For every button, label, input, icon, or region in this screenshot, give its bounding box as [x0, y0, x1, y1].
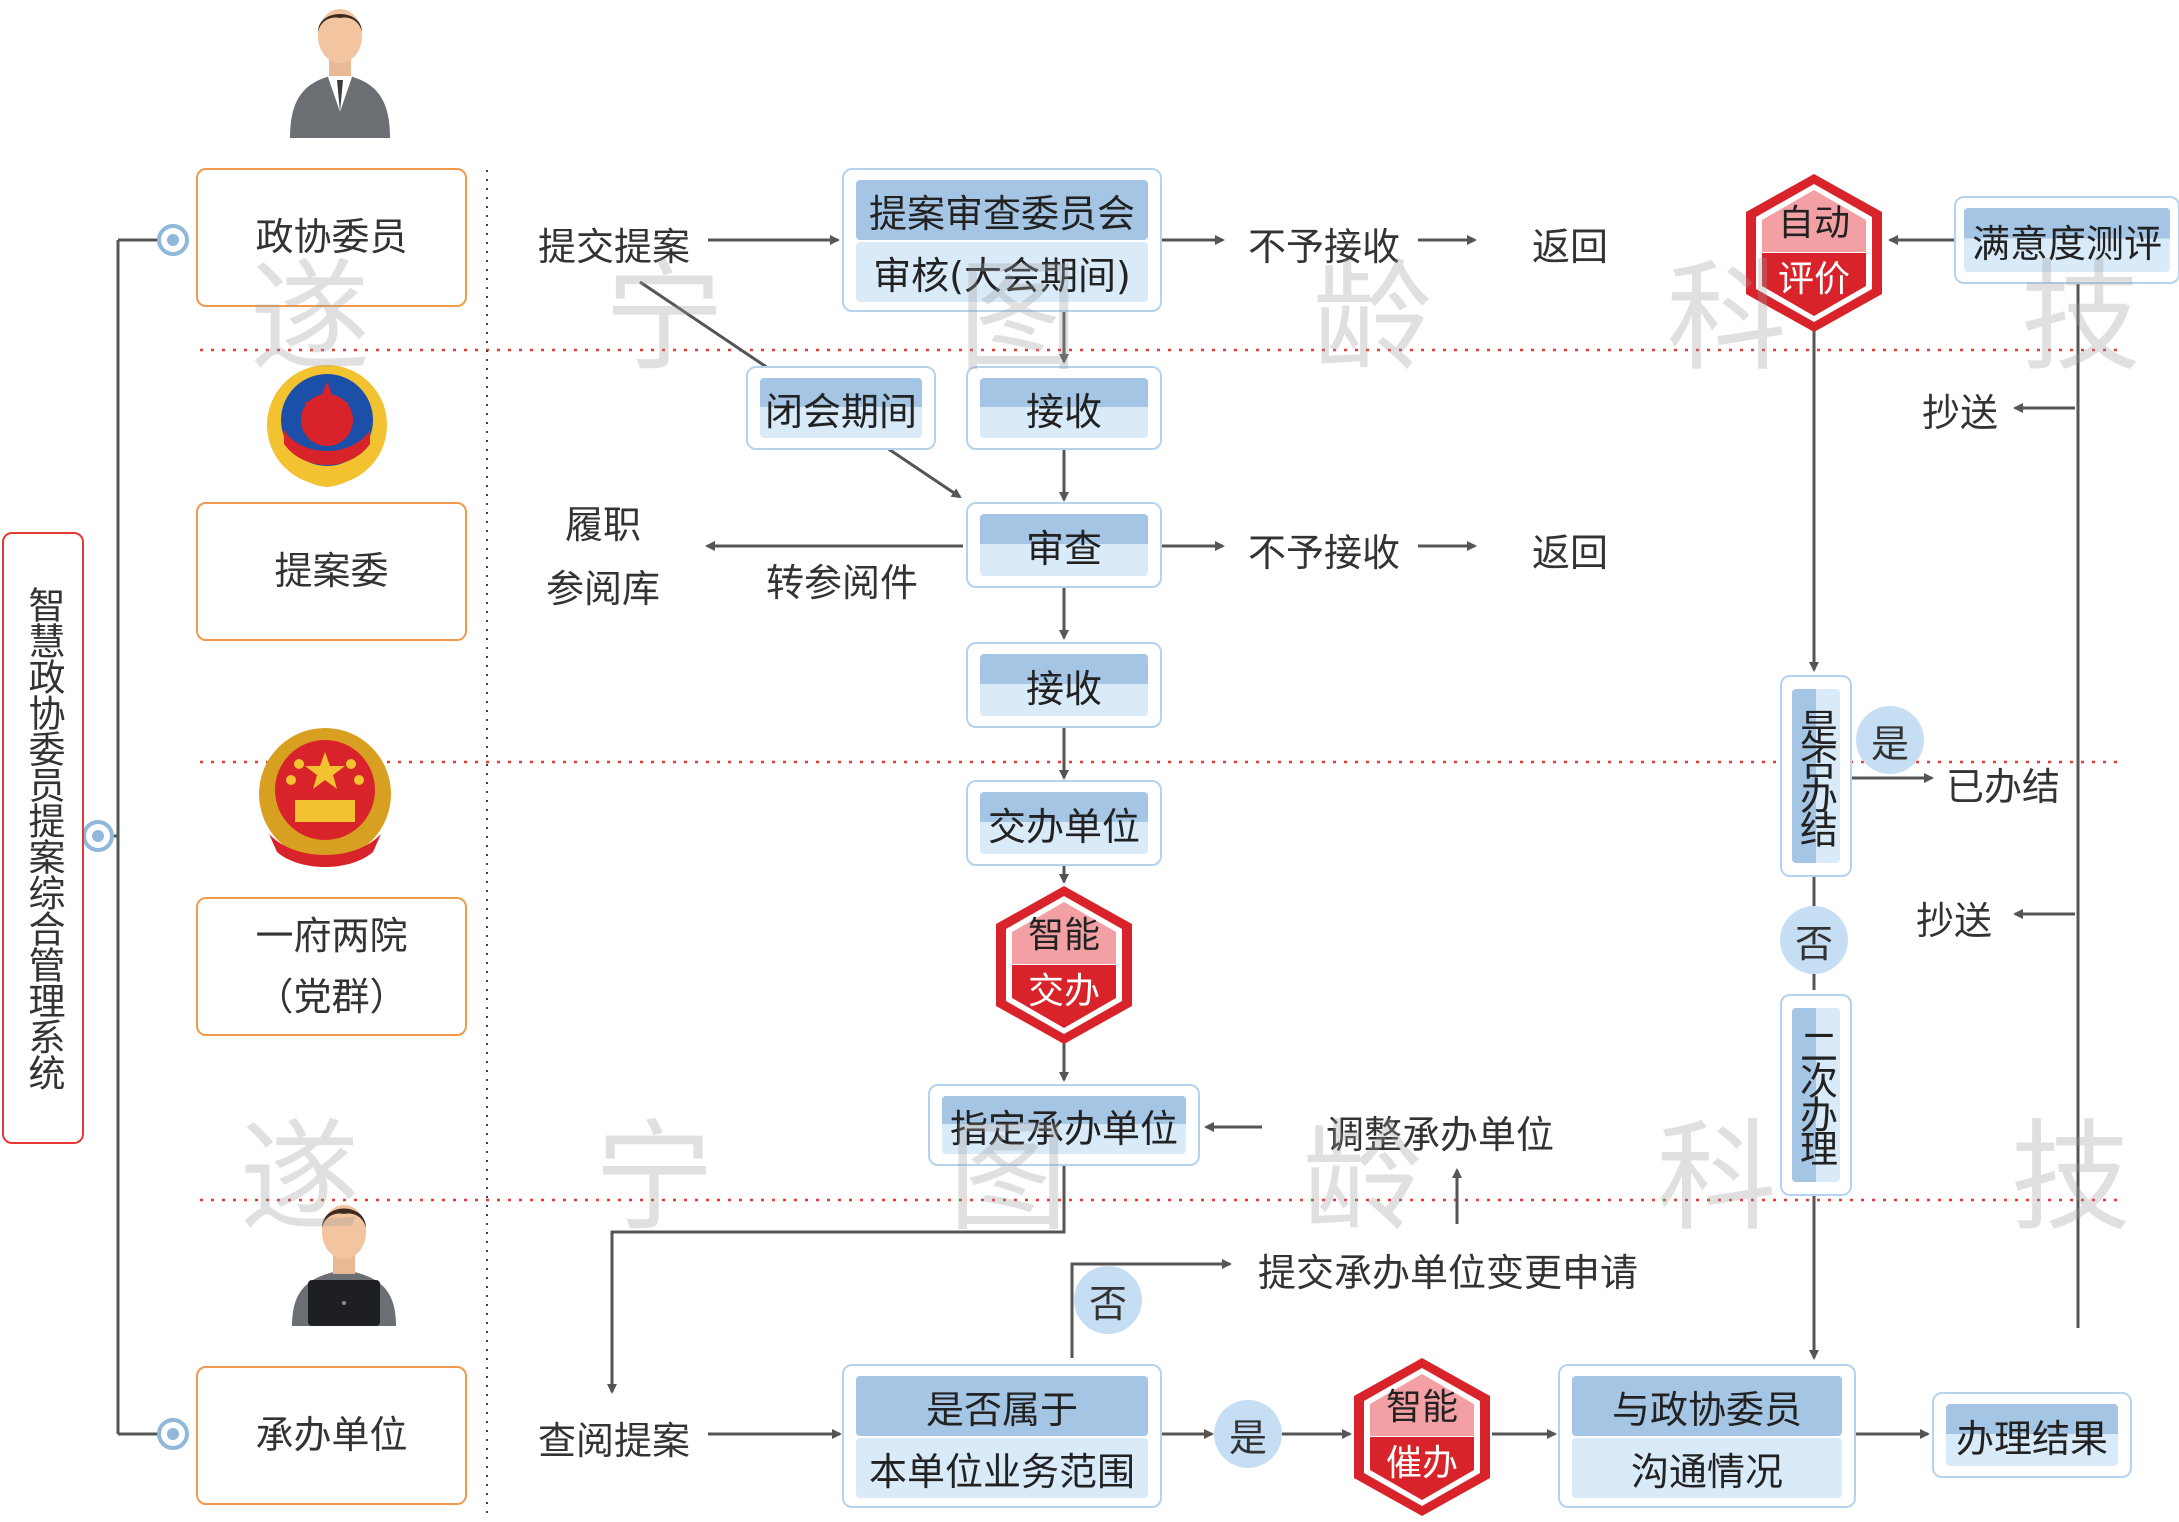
- closing-period-label: 闭会期间: [760, 378, 922, 438]
- designate-unit-label: 指定承办单位: [942, 1096, 1186, 1154]
- assign-unit-box: 交办单位: [966, 780, 1162, 866]
- completed-question-label: 是否办结: [1793, 708, 1838, 844]
- role-committee: 提案委: [196, 502, 467, 641]
- submit-change-label: 提交承办单位变更申请: [1258, 1251, 1639, 1295]
- second-handle-inner: 二次办理: [1792, 1008, 1840, 1182]
- completed-label: 已办结: [1946, 765, 2061, 809]
- communicate-label: 与政协委员: [1572, 1376, 1842, 1436]
- smart-assign-badge: 智能 交办: [994, 884, 1134, 1046]
- smart-urge-label: 智能: [1385, 1387, 1458, 1428]
- no-circle-2: 否: [1780, 906, 1848, 974]
- assign-unit-label: 交办单位: [980, 792, 1148, 854]
- lane-divider: [200, 348, 2125, 1202]
- review-committee-box: 提案审查委员会 审核(大会期间): [842, 168, 1162, 312]
- scope-range-label: 本单位业务范围: [856, 1438, 1148, 1498]
- system-title-text: 智慧政协委员提案综合管理系统: [22, 586, 65, 1090]
- role-committee-label: 提案委: [274, 549, 389, 594]
- role-member: 政协委员: [196, 168, 467, 307]
- cppcc-emblem-icon: [267, 365, 387, 488]
- scope-decision-box: 是否属于 本单位业务范围: [842, 1364, 1162, 1508]
- handler-avatar-icon: [292, 1205, 396, 1326]
- cc-label-2: 抄送: [1916, 899, 1993, 943]
- system-title: 智慧政协委员提案综合管理系统: [2, 532, 84, 1144]
- role-handler: 承办单位: [196, 1366, 467, 1505]
- completed-question-inner: 是否办结: [1792, 689, 1840, 863]
- role-government-label: 一府两院: [255, 913, 408, 958]
- scope-question-label: 是否属于: [856, 1376, 1148, 1436]
- result-label: 办理结果: [1946, 1404, 2118, 1466]
- return-label-1: 返回: [1532, 225, 1609, 269]
- auto-evaluate-label: 自动: [1777, 203, 1850, 244]
- auto-evaluate-sub-label: 评价: [1777, 259, 1850, 300]
- hexagon-icon: [1354, 1358, 1490, 1516]
- examine-box: 审查: [966, 502, 1162, 588]
- role-government-sub-label: （党群）: [255, 974, 408, 1019]
- review-committee-label: 提案审查委员会: [856, 180, 1148, 240]
- yes-circle-2: 是: [1856, 706, 1924, 774]
- completed-question-box: 是否办结: [1780, 675, 1852, 877]
- communicate-status-label: 沟通情况: [1572, 1438, 1842, 1498]
- reject-label-1: 不予接收: [1248, 225, 1401, 269]
- designate-unit-box: 指定承办单位: [928, 1084, 1200, 1166]
- smart-assign-label: 智能: [1027, 915, 1100, 956]
- result-box: 办理结果: [1932, 1392, 2132, 1478]
- yes-circle-1: 是: [1214, 1400, 1282, 1468]
- reject-label-2: 不予接收: [1248, 531, 1401, 575]
- satisfaction-label: 满意度测评: [1964, 208, 2170, 272]
- national-emblem-icon: [259, 728, 391, 867]
- check-proposal-label: 查阅提案: [538, 1419, 691, 1463]
- examine-label: 审查: [980, 514, 1148, 576]
- second-handle-label: 二次办理: [1793, 1027, 1838, 1163]
- communicate-box: 与政协委员 沟通情况: [1558, 1364, 1856, 1508]
- role-handler-label: 承办单位: [255, 1413, 408, 1458]
- role-government: 一府两院 （党群）: [196, 897, 467, 1036]
- auto-evaluate-badge: 自动 评价: [1744, 172, 1884, 334]
- hexagon-icon: [1746, 174, 1882, 332]
- return-label-2: 返回: [1532, 531, 1609, 575]
- review-session-label: 审核(大会期间): [856, 242, 1148, 302]
- receive-box-1: 接收: [966, 366, 1162, 450]
- receive-box-2: 接收: [966, 642, 1162, 728]
- tree-node-icons: [82, 224, 189, 1450]
- performance-label: 履职: [565, 503, 642, 547]
- cc-label-1: 抄送: [1922, 391, 1999, 435]
- receive-label-1: 接收: [980, 378, 1148, 438]
- submit-proposal-label: 提交提案: [538, 225, 691, 269]
- reference-library-label: 参阅库: [546, 567, 661, 611]
- second-handle-box: 二次办理: [1780, 994, 1852, 1196]
- adjust-unit-label: 调整承办单位: [1326, 1113, 1555, 1157]
- flow-arrows: [607, 235, 2080, 1439]
- member-avatar-icon: [290, 9, 390, 138]
- transfer-reference-label: 转参阅件: [766, 561, 919, 605]
- smart-urge-badge: 智能 催办: [1352, 1356, 1492, 1518]
- closing-period-box: 闭会期间: [746, 366, 936, 450]
- smart-assign-sub-label: 交办: [1027, 971, 1100, 1012]
- role-member-label: 政协委员: [255, 215, 408, 260]
- hexagon-icon: [996, 886, 1132, 1044]
- no-circle-1: 否: [1074, 1266, 1142, 1334]
- receive-label-2: 接收: [980, 654, 1148, 716]
- smart-urge-sub-label: 催办: [1385, 1443, 1458, 1484]
- satisfaction-box: 满意度测评: [1954, 196, 2179, 284]
